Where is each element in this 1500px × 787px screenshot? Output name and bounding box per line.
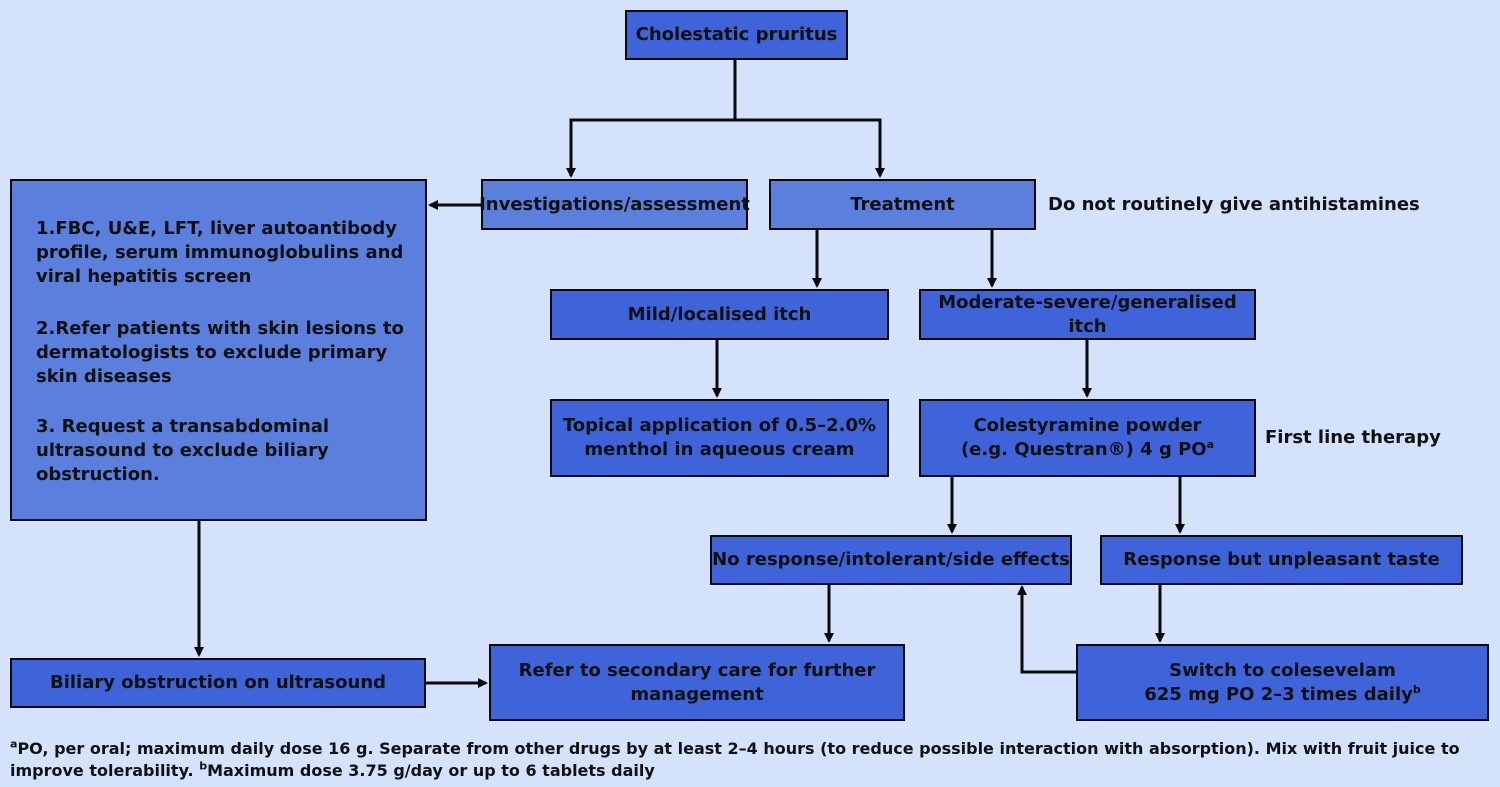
- note-first-line: First line therapy: [1265, 427, 1441, 448]
- node-treatment: Treatment: [769, 179, 1036, 230]
- node-cholestatic-pruritus: Cholestatic pruritus: [625, 10, 848, 60]
- connector-to-treatment: [735, 118, 885, 178]
- node-moderate-itch: Moderate-severe/generalised itch: [919, 289, 1256, 340]
- node-investigations: Investigations/assessment: [479, 179, 750, 230]
- node-mild-itch: Mild/localised itch: [550, 289, 889, 340]
- investigation-step-1: 1.FBC, U&E, LFT, liver autoantibody prof…: [36, 218, 404, 287]
- node-label: Refer to secondary care for further mana…: [518, 659, 876, 705]
- node-label: No response/intolerant/side effects: [712, 549, 1070, 570]
- footnote-b-text: Maximum dose 3.75 g/day or up to 6 table…: [207, 761, 655, 780]
- footnote-b-mark: b: [199, 759, 208, 773]
- node-label: Response but unpleasant taste: [1123, 549, 1440, 570]
- node-menthol: Topical application of 0.5–2.0% menthol …: [550, 399, 889, 477]
- node-label: Biliary obstruction on ultrasound: [49, 672, 387, 693]
- node-refer-secondary-care: Refer to secondary care for further mana…: [489, 644, 905, 721]
- colestyramine-text: Colestyramine powder (e.g. Questran®) 4 …: [960, 415, 1207, 460]
- node-response-taste: Response but unpleasant taste: [1100, 535, 1463, 585]
- node-colestyramine: Colestyramine powder (e.g. Questran®) 4 …: [919, 399, 1256, 477]
- node-investigation-steps: 1.FBC, U&E, LFT, liver autoantibody prof…: [10, 179, 427, 521]
- node-biliary-obstruction: Biliary obstruction on ultrasound: [10, 658, 426, 708]
- investigation-step-2: 2.Refer patients with skin lesions to de…: [36, 318, 404, 387]
- footnote-a-text: PO, per oral; maximum daily dose 16 g. S…: [10, 739, 1460, 780]
- node-label: Topical application of 0.5–2.0% menthol …: [562, 415, 877, 460]
- node-label: Treatment: [850, 193, 955, 215]
- node-label: Colestyramine powder (e.g. Questran®) 4 …: [961, 414, 1214, 462]
- node-label: Switch to colesevelam 625 mg PO 2–3 time…: [1144, 659, 1421, 707]
- node-colesevelam: Switch to colesevelam 625 mg PO 2–3 time…: [1076, 644, 1489, 721]
- footnote-a-mark: a: [10, 737, 18, 751]
- node-no-response: No response/intolerant/side effects: [710, 535, 1072, 585]
- node-label: Moderate-severe/generalised itch: [938, 291, 1237, 337]
- node-label: Investigations/assessment: [479, 193, 750, 215]
- footnote-marker-b: b: [1412, 682, 1421, 696]
- footnote-marker-a: a: [1206, 438, 1215, 451]
- node-label: Cholestatic pruritus: [635, 24, 838, 45]
- node-label: Mild/localised itch: [627, 303, 812, 325]
- connector-to-investigations: [566, 118, 735, 178]
- footnote: aPO, per oral; maximum daily dose 16 g. …: [10, 738, 1495, 782]
- connector-colesevelam-to-noresponse: [1017, 585, 1076, 674]
- note-antihistamines: Do not routinely give antihistamines: [1048, 194, 1420, 215]
- investigation-step-3: 3. Request a transabdominal ultrasound t…: [36, 416, 330, 485]
- colesevelam-text: Switch to colesevelam 625 mg PO 2–3 time…: [1144, 659, 1413, 705]
